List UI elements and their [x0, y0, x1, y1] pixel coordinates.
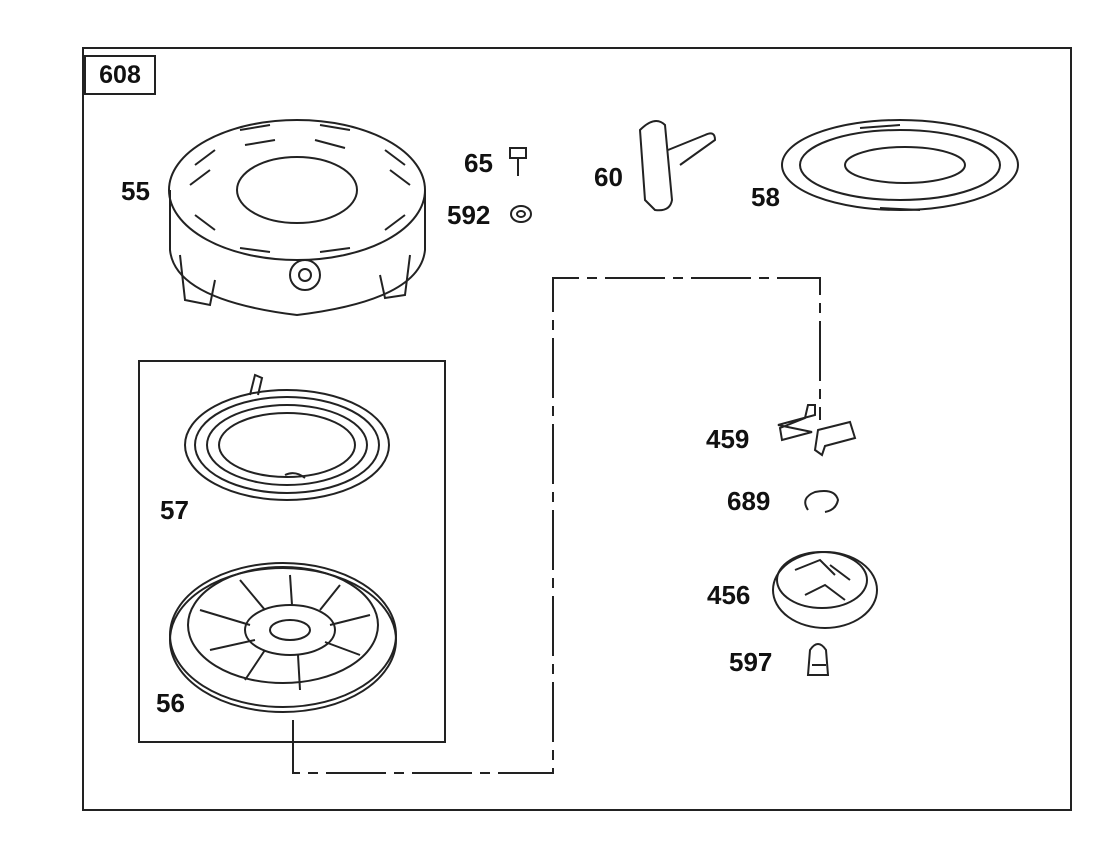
nut-part	[510, 205, 532, 223]
retainer-pin-part	[806, 643, 830, 676]
kit-number-label: 608	[84, 55, 156, 95]
retainer-clip-part	[804, 490, 840, 513]
starter-housing-part	[168, 119, 426, 317]
pawl-part	[777, 404, 857, 457]
assembly-connector-lines	[292, 277, 821, 774]
callout-459: 459	[706, 424, 750, 454]
callout-58: 58	[751, 182, 780, 212]
starter-handle-part	[638, 120, 717, 212]
callout-597: 597	[729, 647, 773, 677]
callout-55: 55	[121, 176, 150, 206]
starter-rope-part	[781, 119, 1019, 211]
recoil-spring-part	[184, 373, 390, 501]
callout-56: 56	[156, 688, 185, 718]
screw-part	[509, 147, 527, 176]
diagram-frame	[82, 47, 1072, 811]
callout-456: 456	[707, 580, 751, 610]
callout-592: 592	[447, 200, 491, 230]
retainer-cup-part	[772, 551, 878, 629]
callout-65: 65	[464, 148, 493, 178]
callout-60: 60	[594, 162, 623, 192]
callout-57: 57	[160, 495, 189, 525]
callout-689: 689	[727, 486, 771, 516]
starter-pulley-part	[169, 562, 397, 713]
